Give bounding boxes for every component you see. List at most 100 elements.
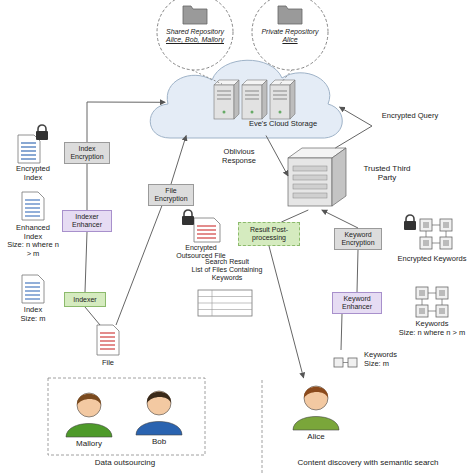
icon-part <box>100 344 115 345</box>
icon-part <box>36 131 48 140</box>
icon-part <box>270 85 290 119</box>
flow-arrow <box>85 232 87 292</box>
node-text: Indexer <box>73 296 96 304</box>
icon-part <box>273 99 287 100</box>
process-box: Index Encryption <box>64 142 110 164</box>
icon-part <box>25 286 40 287</box>
document-icon: Enhanced IndexSize: n where n > m <box>6 192 60 267</box>
icon-part <box>66 424 112 438</box>
cloud-storage-shape <box>140 50 350 145</box>
person-avatar: Bob <box>128 383 190 448</box>
icon-part <box>147 392 171 403</box>
icon-part <box>242 85 262 119</box>
text-group: Trusted Third Party <box>354 164 420 182</box>
icon-part <box>279 111 282 114</box>
icon-part <box>348 358 357 367</box>
icon-part <box>197 229 216 230</box>
node-text: Alice <box>257 36 323 44</box>
icon-part <box>25 298 40 299</box>
flow-arrow <box>341 314 342 350</box>
flow-arrow <box>335 107 372 148</box>
icon-part <box>100 336 115 337</box>
icon-part <box>212 290 213 316</box>
text-group: KeywordsSize: n where n > m <box>392 320 472 337</box>
text-group: Shared RepositoryAlice, Bob, Mallory <box>162 28 228 44</box>
node-text: Result Post-processing <box>239 226 299 241</box>
icon-part <box>25 282 40 283</box>
icon-part <box>150 60 342 138</box>
text-group: Eve's Cloud Storage <box>228 120 338 129</box>
icon-part <box>77 393 101 417</box>
node-text: File <box>88 359 128 368</box>
process-box: File Encryption <box>148 184 194 206</box>
node-text: Size: m <box>364 360 422 369</box>
icon-part <box>293 166 327 171</box>
node-text: Size: n where n > m <box>6 241 60 258</box>
node-text: Eve's Cloud Storage <box>228 120 338 129</box>
server-node-shape <box>288 148 423 210</box>
icon-part <box>293 175 327 180</box>
icon-part <box>214 85 234 119</box>
node-text: Shared Repository <box>162 28 228 36</box>
process-box: Keyword Enhancer <box>332 292 382 314</box>
icon-part <box>157 0 233 70</box>
icon-part <box>443 222 449 228</box>
icon-part <box>288 158 332 206</box>
edge-label: Encrypted Query <box>380 112 440 121</box>
document-icon: IndexSize: m <box>6 275 60 330</box>
section-label: Content discovery with semantic search <box>262 458 474 467</box>
icon-part <box>419 308 425 314</box>
icon-part <box>136 422 182 436</box>
icon-part <box>332 148 346 206</box>
icon-part <box>443 240 449 246</box>
repository-callout-shape <box>155 0 235 72</box>
icon-part <box>439 290 445 296</box>
process-box: Indexer <box>64 292 106 307</box>
icon-part <box>419 290 425 296</box>
document-icon: Encrypted Index <box>6 125 60 185</box>
node-text: Keyword Encryption <box>335 231 381 246</box>
icon-part <box>423 222 429 228</box>
icon-part <box>440 237 452 249</box>
icon-part <box>439 308 445 314</box>
section-label: Data outsourcing <box>40 458 210 467</box>
icon-part <box>25 294 40 295</box>
icon-part <box>147 391 171 415</box>
icon-part <box>404 221 416 230</box>
icon-part <box>198 290 252 316</box>
node-text: Indexer Enhancer <box>63 213 111 228</box>
icon-part <box>194 218 220 242</box>
icon-part <box>197 237 216 238</box>
icon-part <box>183 6 207 24</box>
group-frame <box>48 378 205 455</box>
node-text: Enhanced Index <box>6 224 60 241</box>
text-group: Encrypted Outsourced File <box>170 244 232 260</box>
icon-part <box>436 305 448 317</box>
node-text: Encrypted Index <box>6 165 60 182</box>
flow-arrow <box>281 210 308 222</box>
flow-arrow <box>87 102 165 142</box>
icon-part <box>184 210 192 216</box>
document-icon: Encrypted Outsourced File <box>170 210 232 260</box>
keyword-icon-shape <box>392 215 472 275</box>
icon-part <box>273 91 287 92</box>
text-group: Keyword Enhancer <box>333 293 381 313</box>
icon-part <box>245 99 259 100</box>
icon-part <box>198 309 252 310</box>
icon-part <box>21 150 36 151</box>
node-text: Encrypted Outsourced File <box>170 244 232 260</box>
node-text: Private Repository <box>257 28 323 36</box>
icon-part <box>22 275 44 303</box>
icon-part <box>217 99 231 100</box>
text-group: Mallory <box>58 439 120 448</box>
icon-part <box>25 203 40 204</box>
icon-part <box>436 287 448 299</box>
node-text: Alice, Bob, Mallory <box>162 36 228 44</box>
text-group: File Encryption <box>149 185 193 205</box>
icon-part <box>198 296 252 297</box>
icon-part <box>21 146 36 147</box>
node-text: Encrypted Keywords <box>392 255 472 264</box>
flow-arrow <box>116 206 162 325</box>
document-icon: File <box>88 325 128 373</box>
